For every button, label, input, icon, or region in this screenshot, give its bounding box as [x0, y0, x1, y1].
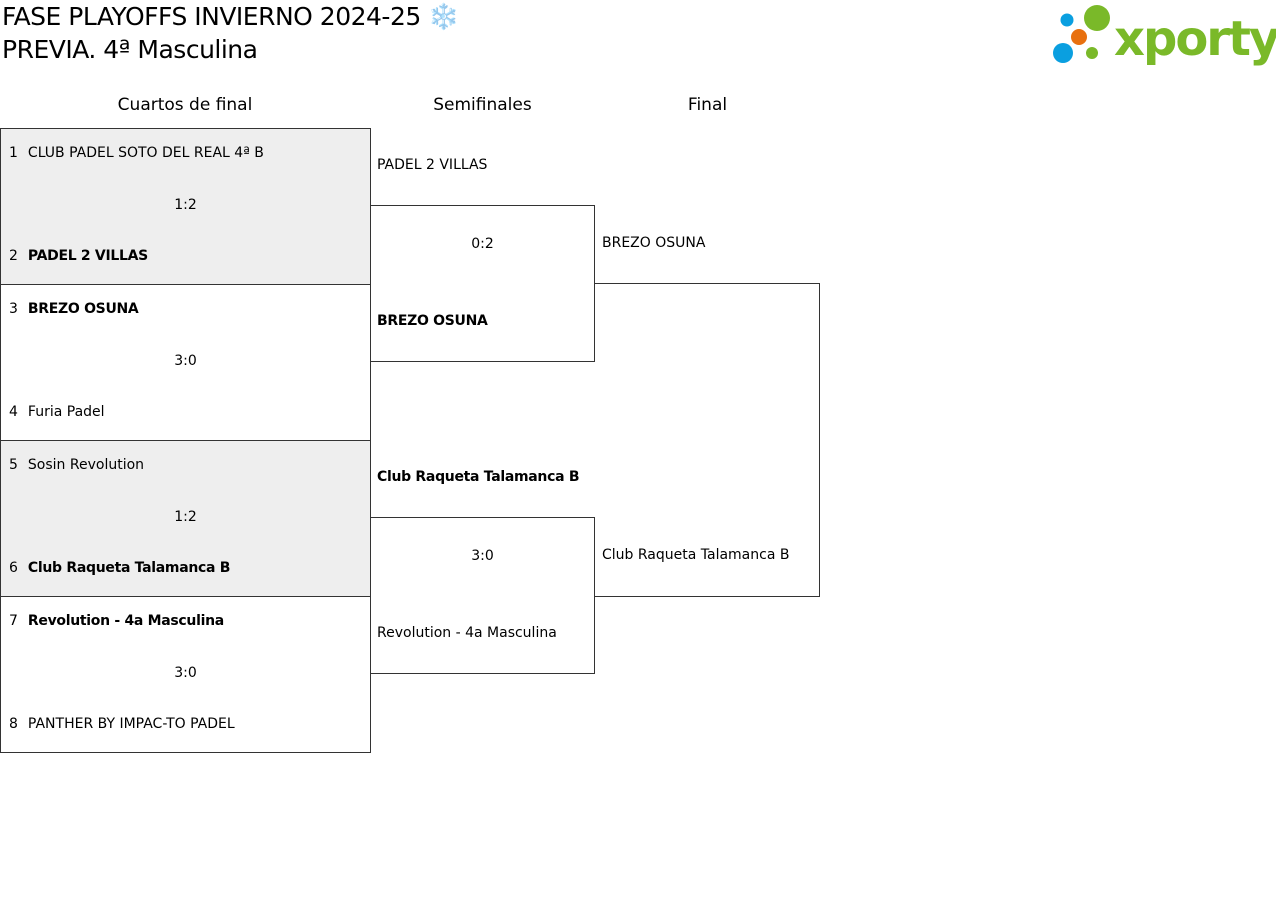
final-match [595, 283, 820, 597]
team-name: CLUB PADEL SOTO DEL REAL 4ª B [27, 145, 264, 161]
round-header-final: Final [687, 95, 728, 115]
seed: 4 [9, 404, 18, 420]
seed: 3 [9, 301, 18, 317]
quarterfinal-match: 5 Sosin Revolution 1:2 6 Club Raqueta Tala… [0, 440, 371, 597]
team-bottom: 8 PANTHER BY IMPAC-TO PADEL [9, 716, 235, 732]
team-name: BREZO OSUNA [27, 301, 139, 317]
team-name: PADEL 2 VILLAS [27, 248, 148, 264]
final-team-top: BREZO OSUNA [602, 235, 706, 251]
semi1-team-top: PADEL 2 VILLAS [377, 157, 488, 173]
title-line-1: FASE PLAYOFFS INVIERNO 2024-25 ❄️ [2, 2, 459, 31]
page-title: FASE PLAYOFFS INVIERNO 2024-25 ❄️ PREVIA… [2, 0, 459, 66]
team-top: 7 Revolution - 4a Masculina [9, 613, 224, 629]
team-bottom: 4 Furia Padel [9, 404, 105, 420]
quarterfinal-match: 3 BREZO OSUNA 3:0 4 Furia Padel [0, 284, 371, 441]
team-top: 5 Sosin Revolution [9, 457, 144, 473]
team-top: 3 BREZO OSUNA [9, 301, 139, 317]
quarterfinal-match: 1 CLUB PADEL SOTO DEL REAL 4ª B 1:2 2 PADE… [0, 128, 371, 285]
semifinal-match-2 [370, 517, 595, 674]
team-name: Sosin Revolution [27, 457, 145, 473]
team-bottom: 6 Club Raqueta Talamanca B [9, 560, 230, 576]
semi2-score: 3:0 [471, 548, 494, 564]
final-team-bottom: Club Raqueta Talamanca B [602, 547, 790, 563]
match-score: 1:2 [174, 197, 197, 213]
round-header-quarters: Cuartos de final [117, 95, 253, 115]
match-score: 3:0 [174, 353, 197, 369]
round-header-semis: Semifinales [433, 95, 532, 115]
team-bottom: 2 PADEL 2 VILLAS [9, 248, 148, 264]
team-name: Furia Padel [27, 404, 105, 420]
match-score: 3:0 [174, 665, 197, 681]
title-line-2: PREVIA. 4ª Masculina [2, 35, 258, 64]
seed: 6 [9, 560, 18, 576]
team-top: 1 CLUB PADEL SOTO DEL REAL 4ª B [9, 145, 264, 161]
quarterfinal-match: 7 Revolution - 4a Masculina 3:0 8 PANTHER … [0, 596, 371, 753]
semi2-team-top: Club Raqueta Talamanca B [377, 469, 580, 485]
seed: 2 [9, 248, 18, 264]
seed: 8 [9, 716, 18, 732]
team-name: PANTHER BY IMPAC-TO PADEL [27, 716, 235, 732]
semi1-score: 0:2 [471, 236, 494, 252]
seed: 1 [9, 145, 18, 161]
semifinal-match-1 [370, 205, 595, 362]
match-score: 1:2 [174, 509, 197, 525]
semi2-team-bottom: Revolution - 4a Masculina [377, 625, 557, 641]
semi1-team-bottom: BREZO OSUNA [377, 313, 488, 329]
xporty-logo: xporty [1053, 5, 1276, 66]
team-name: Revolution - 4a Masculina [27, 613, 224, 629]
team-name: Club Raqueta Talamanca B [27, 560, 231, 576]
svg-text:xporty: xporty [1114, 11, 1276, 66]
seed: 5 [9, 457, 18, 473]
seed: 7 [9, 613, 18, 629]
